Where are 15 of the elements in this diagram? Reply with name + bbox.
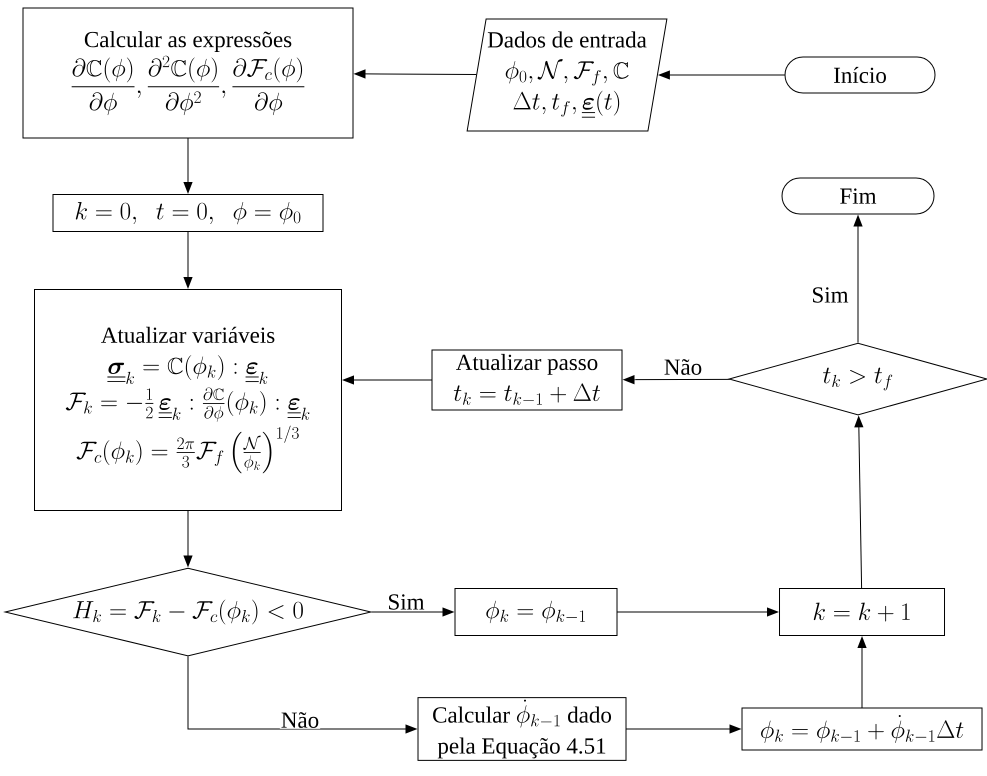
terminal-box: Início bbox=[784, 56, 936, 94]
process-box: Calcular as expressões $\frac{\partial\mathbb{C}(\phi)}{\partial\phi},\frac{\partial^2\mathbb{C}(\phi)}{\partial\phi^2},\frac{\partial\mathcal{F}_c(\phi)}{\partial\phi}$ bbox=[22, 8, 354, 138]
edge-label: Não bbox=[662, 358, 704, 376]
process-box: Atualizar passo $t_k=t_{k-1}+\Delta t$ bbox=[432, 350, 622, 410]
edge-label: Não bbox=[280, 711, 320, 729]
process-box: $\text{Calcular }\dot{\phi}_{k-1}\text{ dado}$ $\text{pela Equação 4.51}$ bbox=[418, 697, 626, 761]
process-box: $k=0,\;\; t=0,\;\; \phi=\phi_0$ bbox=[52, 194, 324, 232]
process-box: $k=k+1$ bbox=[779, 588, 946, 636]
process-box: $\phi_k=\phi_{k-1}$ bbox=[454, 588, 618, 636]
input-parallelogram: Dados de entrada $\phi_0,\mathcal{N},\mathcal{F}_f,\mathbb{C}$ $\Delta t,t_f,\underline{\underline{\boldsymbol{\varepsilon}}}(t)$ bbox=[466, 18, 668, 132]
edge-label: Sim bbox=[810, 286, 850, 304]
terminal-box: Fim bbox=[782, 178, 935, 214]
process-box: Atualizar variáveis $\underline{\underline{\boldsymbol{\sigma}}}_k=\mathbb{C}(\phi_k):\underline{\underline{\boldsymbol{\varepsilon}}}_k$ $\mathcal{F}_k=-\frac{1}{2}\,\underline{\underline{\boldsymbol{\varepsilon}}}_k:\frac{\partial\mathbb{C}}{\partial\phi}(\phi_k):\underline{\underline{\boldsymbol{\varepsilon}}}_k$ $\mathcal{F}_c(\phi_k)=\frac{2\pi}{3}\mathcal{F}_f\left(\frac{\mathcal{N}}{\phi_k}\right)^{1/3}$ bbox=[34, 289, 342, 511]
process-box: $\phi_k=\phi_{k-1}+\dot{\phi}_{k-1}\Delta t$ bbox=[742, 708, 983, 750]
edge-label: Sim bbox=[386, 593, 426, 611]
